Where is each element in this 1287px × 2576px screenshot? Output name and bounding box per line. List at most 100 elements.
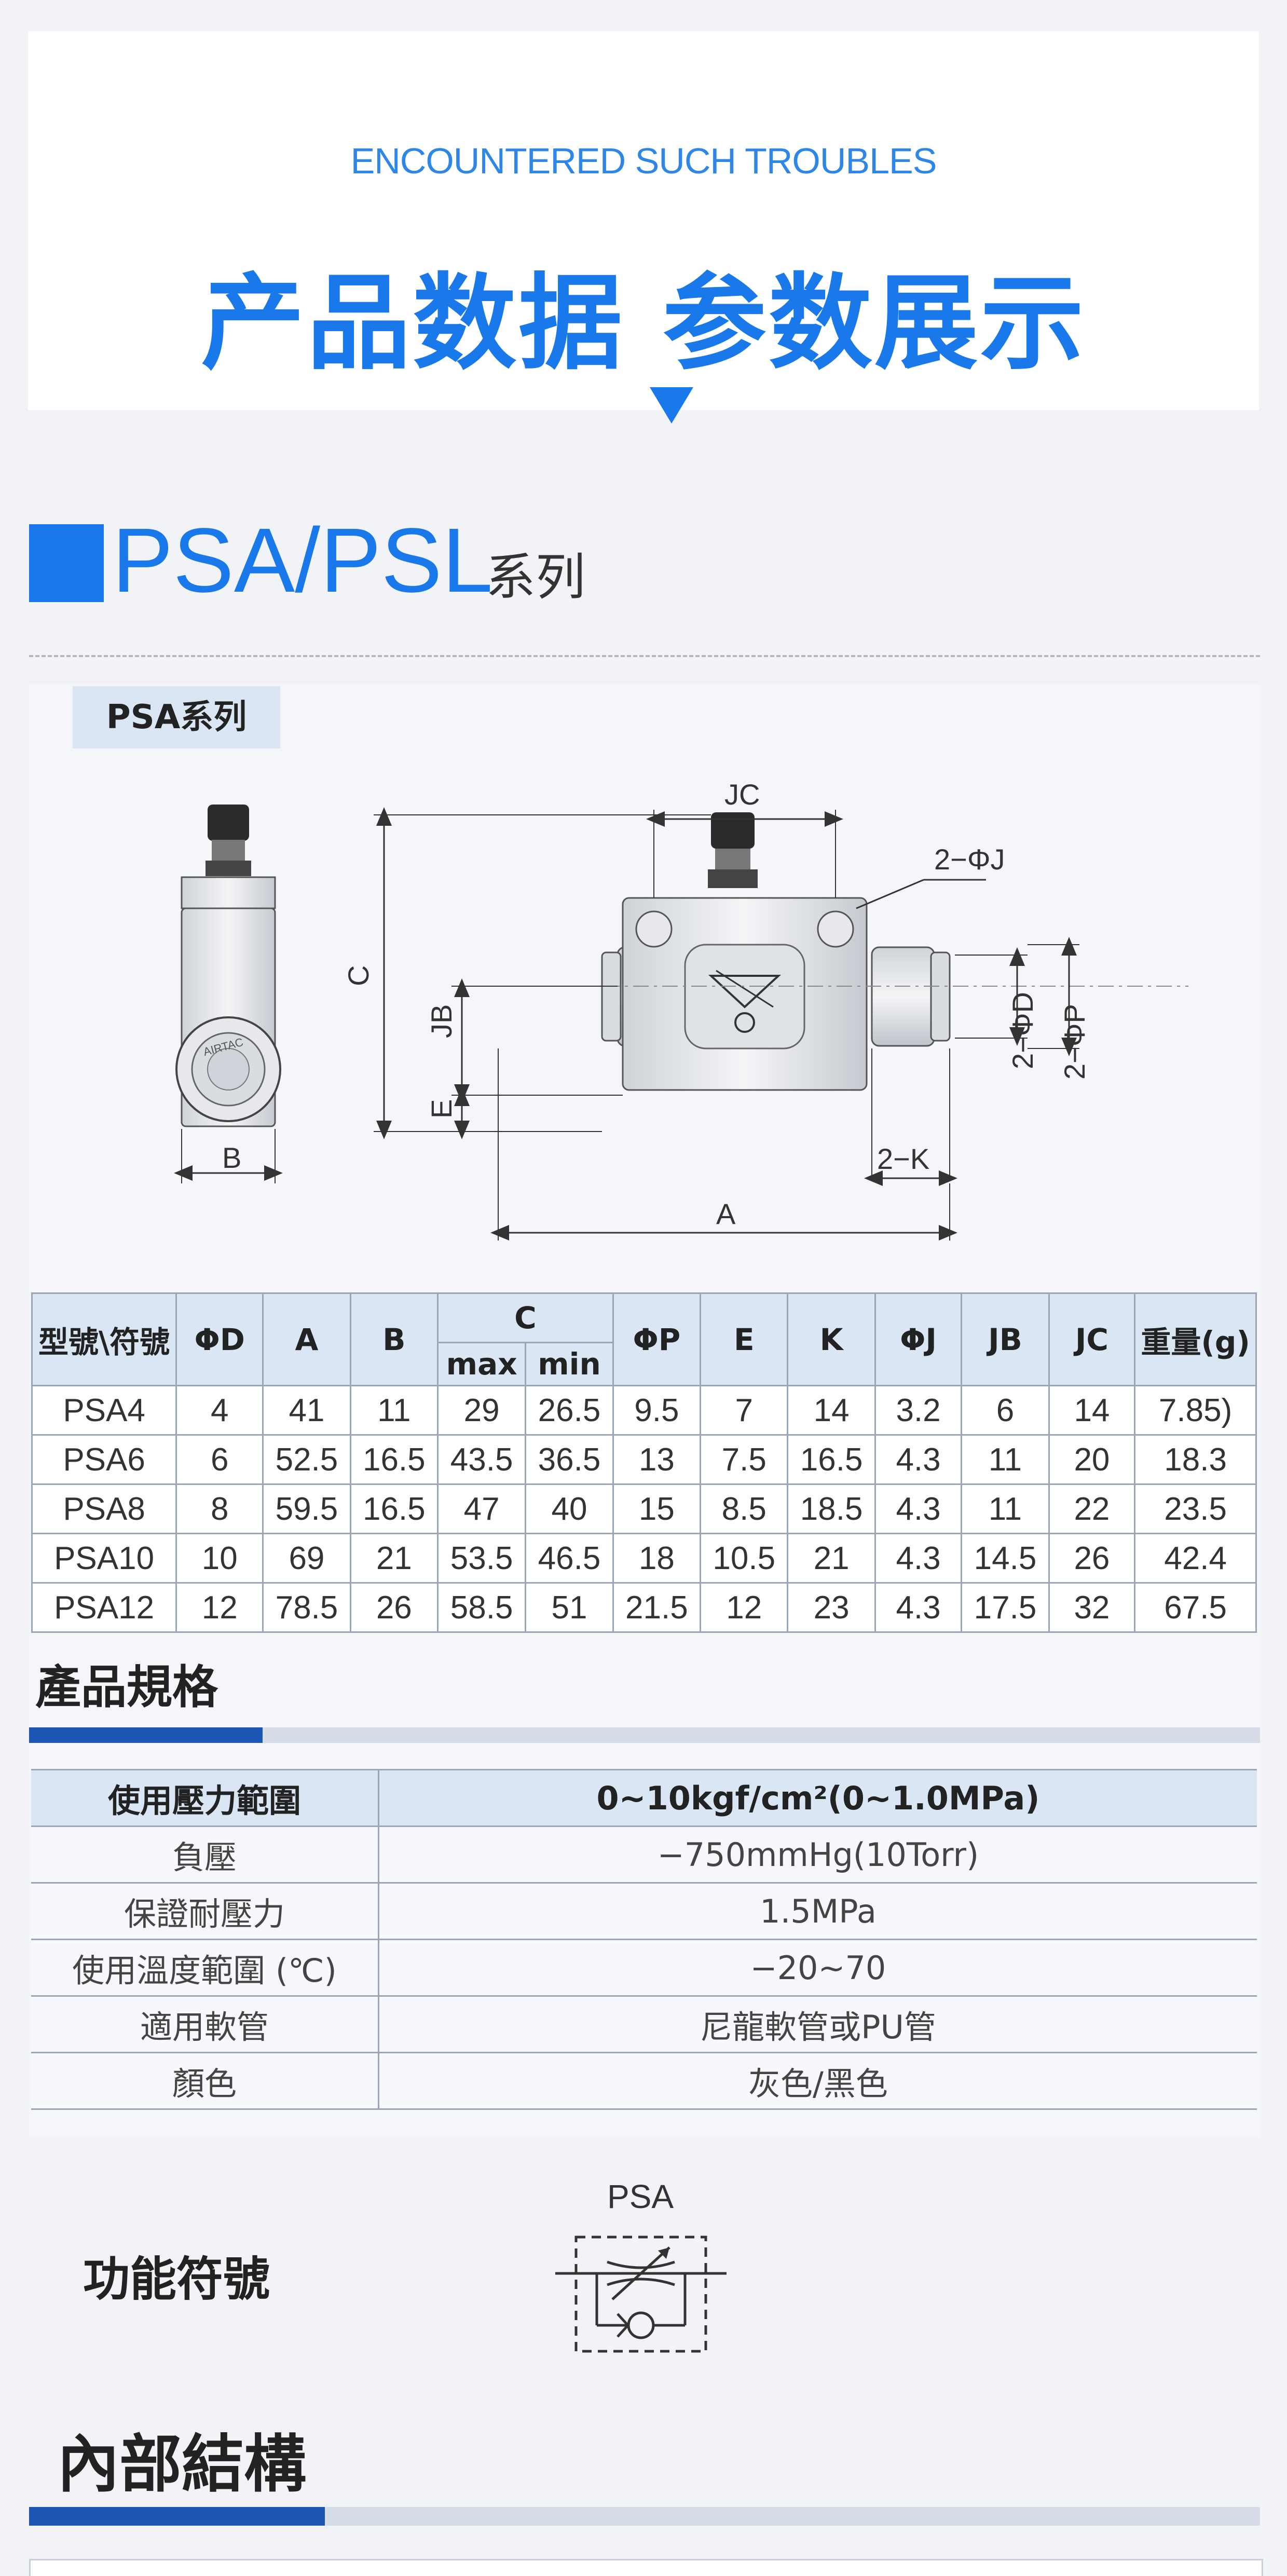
table-cell: 6 [961, 1385, 1050, 1436]
table-cell: 21 [787, 1533, 876, 1584]
series-suffix: 系列 [486, 548, 585, 606]
table-cell: 11 [961, 1483, 1050, 1534]
table-cell: 23.5 [1134, 1483, 1257, 1534]
front-view: JC C JB E 2−ΦJ 2−ΦD 2−ΦP 2−K A [342, 778, 1188, 1241]
spec-value: 灰色/黑色 [378, 2052, 1257, 2110]
spec-key: 負壓 [31, 1826, 379, 1884]
table-cell: 43.5 [436, 1434, 527, 1485]
table-cell: 59.5 [262, 1483, 351, 1534]
table-cell: 13 [612, 1434, 702, 1485]
hero-banner: ENCOUNTERED SUCH TROUBLES 产品数据 参数展示 [28, 31, 1259, 424]
col-header-model: 型號\符號 [31, 1292, 177, 1386]
table-cell: 23 [787, 1582, 876, 1633]
down-arrow-icon [650, 387, 693, 424]
spec-key: 使用壓力範圍 [31, 1769, 379, 1827]
table-cell: 78.5 [262, 1582, 351, 1633]
table-cell: 20 [1048, 1434, 1136, 1485]
table-cell: 21.5 [612, 1582, 702, 1633]
table-cell: 10 [175, 1533, 264, 1584]
hero-title: 产品数据 参数展示 [201, 263, 1086, 384]
col-header-k: K [787, 1292, 876, 1386]
dim-label-jb: JB [425, 1004, 458, 1038]
col-header-j: ΦJ [874, 1292, 963, 1386]
table-cell: 4.3 [874, 1582, 963, 1633]
spec-value: −20~70 [378, 1939, 1257, 1997]
table-cell: 26.5 [525, 1385, 614, 1436]
table-cell: 18 [612, 1533, 702, 1584]
table-cell: 46.5 [525, 1533, 614, 1584]
table-cell: 47 [436, 1483, 527, 1534]
table-cell: 12 [700, 1582, 789, 1633]
col-header-d: ΦD [175, 1292, 264, 1386]
table-cell: 3.2 [874, 1385, 963, 1436]
col-header-c-min: min [525, 1342, 614, 1386]
dim-label-j: 2−ΦJ [934, 843, 1005, 876]
function-symbol-label: 功能符號 [83, 2252, 270, 2307]
table-cell: 42.4 [1134, 1533, 1257, 1584]
col-header-e: E [700, 1292, 789, 1386]
spec-value: 尼龍軟管或PU管 [378, 1996, 1257, 2053]
spec-value: 1.5MPa [378, 1883, 1257, 1940]
spec-value: 0~10kgf/cm²(0~1.0MPa) [378, 1769, 1257, 1827]
table-cell: 51 [525, 1582, 614, 1633]
table-cell: PSA4 [31, 1385, 177, 1436]
spec-row: 顏色灰色/黑色 [31, 2052, 1257, 2110]
table-cell: 52.5 [262, 1434, 351, 1485]
dim-label-p: 2−ΦP [1058, 1004, 1091, 1080]
table-cell: 11 [961, 1434, 1050, 1485]
spec-key: 使用溫度範圍 (℃) [31, 1939, 379, 1997]
drawing-series-label: PSA系列 [73, 686, 280, 748]
col-header-jb: JB [961, 1292, 1050, 1386]
table-cell: 17.5 [961, 1582, 1050, 1633]
table-cell: 16.5 [787, 1434, 876, 1485]
dim-label-k: 2−K [877, 1142, 929, 1175]
dim-label-c: C [342, 965, 375, 986]
table-cell: 10.5 [700, 1533, 789, 1584]
col-header-c: C [437, 1292, 614, 1343]
series-heading: PSA/PSL 系列 [29, 515, 756, 612]
table-cell: 6 [175, 1434, 264, 1485]
spec-key: 保證耐壓力 [31, 1883, 379, 1940]
internal-section-title: 內部結構 [57, 2429, 306, 2501]
spec-row: 使用溫度範圍 (℃)−20~70 [31, 1939, 1257, 1997]
function-symbol-caption: PSA [607, 2178, 674, 2215]
col-header-weight: 重量(g) [1134, 1292, 1257, 1386]
table-cell: 26 [1048, 1533, 1136, 1584]
dim-label-a: A [716, 1197, 736, 1230]
table-cell: 4.3 [874, 1533, 963, 1584]
dim-label-e: E [425, 1099, 458, 1119]
table-cell: 7.5 [700, 1434, 789, 1485]
table-cell: PSA6 [31, 1434, 177, 1485]
table-cell: 16.5 [349, 1434, 439, 1485]
table-cell: PSA10 [31, 1533, 177, 1584]
table-cell: 41 [262, 1385, 351, 1436]
table-cell: 22 [1048, 1483, 1136, 1534]
table-cell: 8 [175, 1483, 264, 1534]
table-cell: 32 [1048, 1582, 1136, 1633]
dim-label-d: 2−ΦD [1006, 992, 1039, 1069]
table-cell: 18.3 [1134, 1434, 1257, 1485]
spec-key: 顏色 [31, 2052, 379, 2110]
table-cell: 14 [787, 1385, 876, 1436]
table-cell: 26 [349, 1582, 439, 1633]
table-cell: 11 [349, 1385, 439, 1436]
function-symbol-icon: PSA [555, 2178, 727, 2353]
hero-subtitle: ENCOUNTERED SUCH TROUBLES [350, 141, 937, 181]
col-header-p: ΦP [612, 1292, 702, 1386]
table-cell: 7 [700, 1385, 789, 1436]
spec-row: 負壓−750mmHg(10Torr) [31, 1826, 1257, 1884]
dimension-drawing: AIRTAC B JC C JB E 2 [174, 778, 1188, 1241]
table-cell: 67.5 [1134, 1582, 1257, 1633]
table-cell: 14 [1048, 1385, 1136, 1436]
dim-label-jc: JC [724, 778, 760, 811]
series-marker-block [29, 524, 104, 602]
dimension-table: 型號\符號 ΦD A B C ΦP E K ΦJ JB JC 重量(g) max… [31, 1292, 1257, 1633]
table-cell: 29 [436, 1385, 527, 1436]
